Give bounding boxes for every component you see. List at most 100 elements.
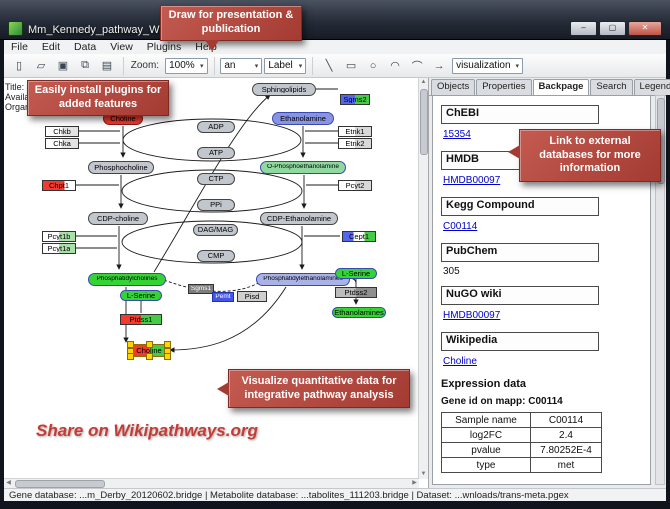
menu-data[interactable]: Data: [74, 41, 97, 53]
node-ethanolamine[interactable]: Ethanolamine: [272, 112, 334, 125]
callout-text: Easily install plugins for added feature…: [34, 84, 162, 110]
scroll-down-arrow[interactable]: ▼: [420, 471, 427, 477]
selection-handle[interactable]: [164, 353, 171, 360]
callout-draw: Draw for presentation & publication: [160, 5, 302, 51]
horizontal-scrollbar-thumb[interactable]: [15, 480, 105, 488]
node-ctp[interactable]: CTP: [197, 173, 235, 185]
node-pcyt1b[interactable]: Pcyt1b: [42, 231, 76, 242]
node-sgms2[interactable]: Sgms2: [340, 94, 370, 105]
node-ptdss2[interactable]: Ptdss2: [335, 287, 377, 298]
visualization-select[interactable]: visualization ▾: [452, 57, 523, 74]
scroll-up-arrow[interactable]: ▲: [420, 79, 427, 85]
combo-value: an: [224, 60, 236, 71]
curve-tool-icon[interactable]: ⌒: [411, 60, 423, 73]
new-file-icon[interactable]: ▯: [15, 60, 23, 72]
node-phosphatidylcholines[interactable]: Phosphatidylcholines: [88, 273, 166, 286]
node-label: Pcyt1b: [47, 232, 71, 241]
node-choline-2[interactable]: Choline: [127, 341, 171, 360]
paste-icon[interactable]: ▤: [101, 60, 113, 72]
node-sphingolipids[interactable]: Sphingolipids: [252, 83, 316, 96]
zoom-value: 100%: [169, 60, 195, 71]
node-cmp[interactable]: CMP: [197, 250, 235, 262]
node-pcyt2[interactable]: Pcyt2: [338, 180, 372, 191]
canvas-vertical-scrollbar[interactable]: ▲ ▼: [418, 78, 428, 479]
node-cdp-ethanolamine[interactable]: CDP-Ethanolamine: [260, 212, 338, 225]
node-ppi[interactable]: PPi: [197, 199, 235, 211]
selection-handle[interactable]: [146, 353, 153, 360]
label-type-select[interactable]: Label▾: [264, 57, 307, 74]
datanode-type-select[interactable]: an▾: [220, 57, 263, 74]
open-file-icon[interactable]: ▱: [36, 60, 46, 72]
callout-pointer: [508, 145, 520, 159]
node-cept1[interactable]: Cept1: [342, 231, 376, 242]
node-cdp-choline[interactable]: CDP-choline: [88, 212, 148, 225]
minimize-button[interactable]: –: [570, 21, 597, 36]
tab-legend[interactable]: Legend: [633, 79, 670, 95]
node-label: Cept1: [348, 232, 369, 241]
tab-backpage[interactable]: Backpage: [532, 79, 590, 95]
node-label: Pisd: [244, 292, 260, 301]
node-o-phosphoethanolamine[interactable]: O-Phosphoethanolamine: [260, 161, 346, 174]
maximize-button[interactable]: ▢: [599, 21, 626, 36]
callout-link: Link to external databases for more info…: [508, 129, 661, 182]
menu-view[interactable]: View: [110, 41, 133, 53]
selection-handle[interactable]: [146, 341, 153, 348]
backpage-header: ChEBI: [441, 105, 599, 124]
node-label: Pcyt1a: [47, 244, 71, 253]
expression-table-cell: Sample name: [441, 412, 531, 428]
tab-properties[interactable]: Properties: [476, 79, 532, 95]
node-sgms1[interactable]: Sgms1: [188, 284, 214, 294]
node-label: PPi: [210, 201, 222, 209]
chevron-down-icon: ▾: [200, 62, 204, 70]
tab-search[interactable]: Search: [590, 79, 633, 95]
selection-handle[interactable]: [127, 353, 134, 360]
callout-pointer: [205, 39, 219, 51]
node-pcyt1a[interactable]: Pcyt1a: [42, 243, 76, 254]
node-label: Phosphocholine: [94, 163, 148, 172]
rectangle-tool-icon[interactable]: ▭: [345, 60, 357, 72]
node-pisd[interactable]: Pisd: [237, 291, 267, 302]
arrow-tool-icon[interactable]: →: [433, 59, 445, 72]
node-phosphocholine[interactable]: Phosphocholine: [88, 161, 154, 174]
node-chpt1[interactable]: Chpt1: [42, 180, 76, 191]
node-atp[interactable]: ATP: [197, 147, 235, 159]
node-l-serine-left[interactable]: L-Serine: [120, 290, 162, 301]
node-etnk1[interactable]: Etnk1: [338, 126, 372, 137]
menu-file[interactable]: File: [11, 41, 28, 53]
toolbar-separator: [123, 56, 124, 75]
menu-edit[interactable]: Edit: [41, 41, 61, 53]
backpage-link[interactable]: 15354: [443, 129, 471, 140]
node-ptdss1[interactable]: Ptdss1: [120, 314, 162, 325]
combo-value: Label: [268, 60, 293, 71]
node-chkb[interactable]: Chkb: [45, 126, 79, 137]
line-tool-icon[interactable]: ╲: [325, 60, 333, 72]
node-etnk2[interactable]: Etnk2: [338, 138, 372, 149]
backpage-link[interactable]: HMDB00097: [443, 310, 501, 321]
vertical-scrollbar-thumb[interactable]: [420, 89, 428, 155]
oval-tool-icon[interactable]: ○: [369, 59, 377, 72]
node-l-serine-right[interactable]: L-Serine: [335, 268, 377, 279]
backpage-link[interactable]: C00114: [443, 221, 478, 232]
backpage-link[interactable]: HMDB00097: [443, 175, 501, 186]
node-phosphatidylethanolamines[interactable]: Phosphatidylethanolamines: [256, 273, 350, 286]
backpage-link[interactable]: Choline: [443, 356, 477, 367]
save-icon[interactable]: ▣: [57, 60, 69, 72]
node-adp[interactable]: ADP: [197, 121, 235, 133]
canvas-horizontal-scrollbar[interactable]: ◀ ▶: [4, 478, 419, 488]
scroll-right-arrow[interactable]: ▶: [412, 480, 417, 486]
copy-icon[interactable]: ⧉: [81, 59, 89, 71]
menu-plugins[interactable]: Plugins: [146, 41, 182, 53]
app-icon: [8, 21, 23, 36]
node-pemt[interactable]: Pemt: [212, 292, 234, 302]
node-ethanolamines[interactable]: Ethanolamines: [332, 307, 386, 318]
zoom-select[interactable]: 100% ▾: [165, 57, 208, 74]
node-dag-mag[interactable]: DAG/MAG: [193, 224, 238, 236]
scroll-left-arrow[interactable]: ◀: [6, 480, 11, 486]
tab-objects[interactable]: Objects: [431, 79, 476, 95]
arc-tool-icon[interactable]: ◠: [390, 60, 400, 72]
close-button[interactable]: ✕: [628, 21, 662, 36]
node-chka[interactable]: Chka: [45, 138, 79, 149]
